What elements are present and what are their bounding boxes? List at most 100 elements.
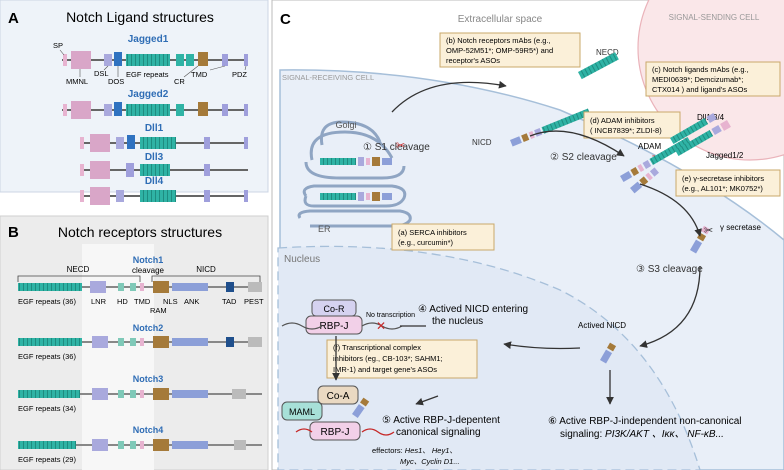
- ligand-jagged1-structure: [62, 51, 248, 69]
- egf-count-notch1: EGF repeats (36): [18, 297, 76, 306]
- label-pest: PEST: [244, 297, 264, 306]
- er-receptor: [320, 192, 392, 201]
- effectors-line2: Myc、Cyclin D1...: [400, 457, 460, 466]
- label-cleavage: cleavage: [132, 266, 165, 275]
- rbpj-repressed: [305, 315, 363, 335]
- maml-label: MAML: [289, 407, 315, 417]
- box-b-line3: receptor's ASOs: [446, 56, 500, 65]
- co-a-complex: [317, 385, 359, 405]
- box-c-line1: (c) Notch ligands mAbs (e.g.,: [652, 65, 749, 74]
- label-dsl: DSL: [94, 69, 109, 78]
- panel-a-bg: [0, 0, 269, 193]
- receptor-name-notch3: Notch3: [133, 374, 164, 384]
- ligand-name-jagged1: Jagged1: [128, 34, 169, 45]
- dna-strand-top: [281, 322, 403, 330]
- gamma-secretase-label: γ secretase: [720, 223, 761, 232]
- ram-block: [153, 281, 169, 293]
- box-c-line2: MEDI0639*; Demcizumab*;: [652, 75, 743, 84]
- box-f-line3: IMR-1) and target gene's ASOs: [333, 365, 437, 374]
- golgi-label: Golgi: [335, 120, 356, 130]
- ligand-dll4-structure: [80, 187, 248, 205]
- panel-a-letter: A: [8, 10, 19, 27]
- cr-domain: [198, 52, 208, 66]
- egf-repeats-block: [18, 283, 82, 291]
- box-e-line1: (e) γ-secretase inhibitors: [682, 174, 764, 183]
- actived-nicd-label: Actived NICD: [578, 321, 626, 330]
- tmd-block: [140, 283, 144, 291]
- step-s5-line2: canonical signaling: [396, 427, 481, 438]
- co-a-label: Co-A: [327, 391, 350, 402]
- adam-label: ADAM: [638, 142, 661, 151]
- receptor-name-notch1: Notch1: [133, 255, 164, 265]
- ligand-receptor-complex: [620, 113, 731, 183]
- label-lnr: LNR: [91, 297, 107, 306]
- step-s1: ① S1 cleavage: [363, 142, 430, 153]
- egf-count-notch4: EGF repeats (29): [18, 455, 76, 464]
- ank-block: [172, 283, 208, 291]
- label-hd: HD: [117, 297, 128, 306]
- receptor-name-notch4: Notch4: [133, 425, 164, 435]
- panel-b-highlight: [82, 244, 154, 470]
- maml-complex: [281, 401, 323, 421]
- pathway-arrows: [332, 80, 702, 406]
- signal-receiving-cell-label: SIGNAL-RECEIVING CELL: [282, 73, 374, 82]
- lnr-block: [90, 281, 106, 293]
- box-f-line2: inhibitors (eg., CB-103*; SAHM1;: [333, 354, 443, 363]
- egf-repeats: [126, 54, 170, 66]
- step-s6-line2: signaling: PI3K/AKT 、Iκκ、 NF-κB...: [560, 429, 724, 440]
- label-necd: NECD: [67, 265, 90, 274]
- receptor-notch2-structure: [18, 336, 262, 348]
- necd-label: NECD: [596, 48, 619, 57]
- egf-count-notch2: EGF repeats (36): [18, 352, 76, 361]
- scissors-icon-gamma: ✂: [704, 225, 713, 237]
- step-s5-line1: ⑤ Active RBP-J-depentent: [382, 415, 500, 426]
- ligand-name-dll3: Dll3: [145, 152, 164, 163]
- receptor-notch3-structure: [18, 388, 262, 400]
- box-c-ligand-mabs: [645, 61, 781, 97]
- dsl-domain: [104, 54, 112, 66]
- co-r-label: Co-R: [323, 304, 345, 314]
- receptor-notch4-structure: [18, 439, 262, 451]
- pdz-domain: [244, 54, 248, 66]
- sp-domain: [63, 54, 67, 66]
- box-b-line2: OMP-52M51*; OMP-59R5*) and: [446, 46, 553, 55]
- golgi-receptor: [320, 157, 392, 166]
- box-a-line2: (e.g., curcumin*): [398, 238, 454, 247]
- receptor-notch1-structure: [18, 281, 262, 293]
- nicd-label: NICD: [472, 138, 492, 147]
- tad-block: [226, 282, 234, 292]
- label-tmd-b: TMD: [134, 297, 151, 306]
- step-s4-line2: the nucleus: [432, 316, 483, 327]
- tmd-domain: [222, 54, 228, 66]
- box-a-serca: [391, 223, 495, 251]
- panel-a-title: Notch Ligand structures: [66, 9, 214, 25]
- extracellular-label: Extracellular space: [458, 14, 543, 25]
- box-e-gamma-secretase-inhibitors: [675, 169, 781, 197]
- label-egf-repeats: EGF repeats: [126, 70, 169, 79]
- box-b-receptor-mabs: [439, 32, 581, 68]
- no-transcription-label: No transcription: [366, 312, 415, 319]
- membrane-receptor-1: [510, 108, 591, 147]
- box-c-line3: CTX014 ) and ligand's ASOs: [652, 85, 747, 94]
- step-s2: ② S2 cleavage: [550, 152, 617, 163]
- egf-count-notch3: EGF repeats (34): [18, 404, 76, 413]
- panel-b: B Notch receptors structures NECD Notch1…: [0, 215, 269, 470]
- label-cr: CR: [174, 77, 185, 86]
- ligand-dll1-structure: [80, 134, 248, 152]
- block-icon: ✕: [376, 319, 386, 333]
- panel-c: C Extracellular space SIGNAL-SENDING CEL…: [271, 0, 784, 470]
- ligand-jagged2-structure: [62, 101, 248, 119]
- nicd-after-s2: [630, 167, 660, 194]
- label-sp: SP: [53, 41, 63, 50]
- nucleus: [277, 245, 701, 470]
- label-ram: RAM: [150, 306, 167, 315]
- panel-b-title: Notch receptors structures: [58, 224, 222, 240]
- label-nls: NLS: [163, 297, 178, 306]
- rbpj-label-bottom: RBP-J: [321, 427, 350, 438]
- label-tmd: TMD: [191, 70, 208, 79]
- mnnl-domain: [71, 51, 91, 69]
- ligand-name-dll1: Dll1: [145, 123, 164, 134]
- signal-sending-cell-label: SIGNAL-SENDING CELL: [669, 13, 760, 22]
- ligand-label-jagged: Jagged1/2: [706, 151, 744, 160]
